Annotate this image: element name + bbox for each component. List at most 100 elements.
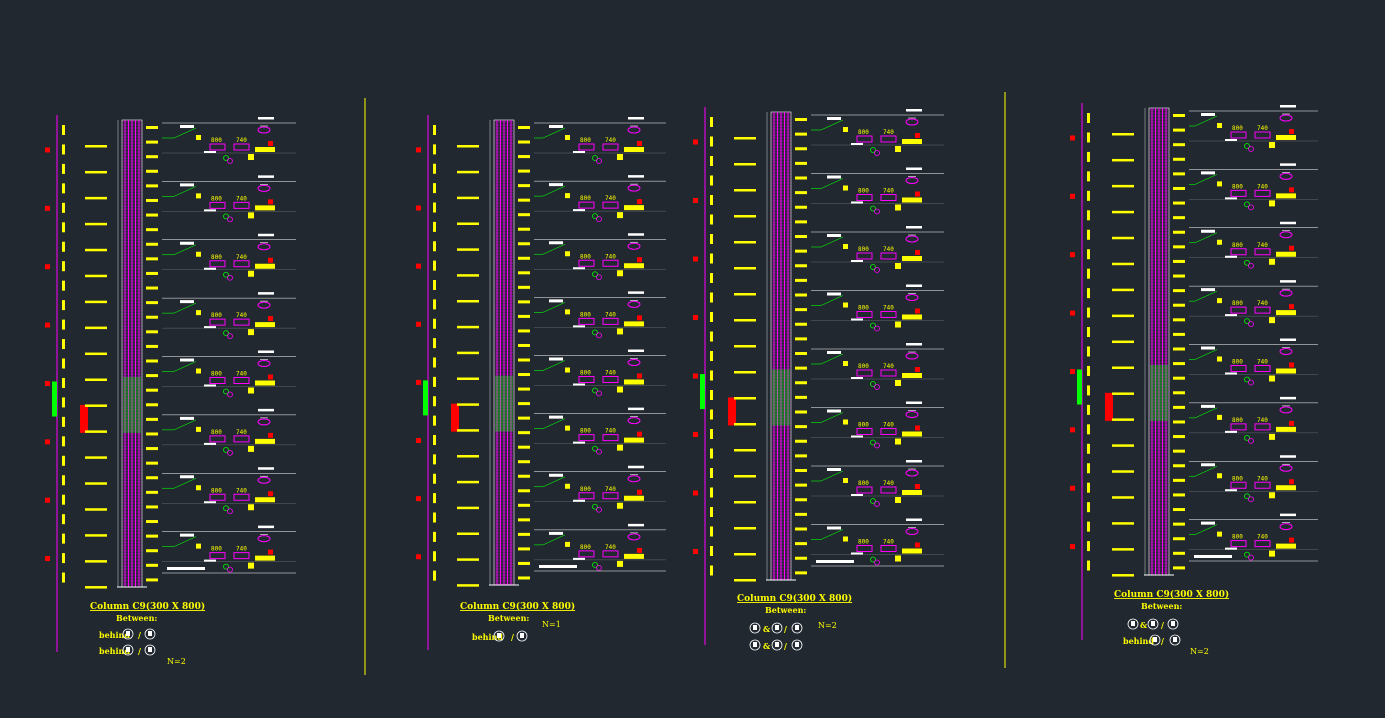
section-outline <box>233 435 250 443</box>
section-tag <box>565 309 570 315</box>
dim-text: 800 <box>1232 125 1243 132</box>
hook-symbol <box>1244 493 1250 500</box>
axis-dim-mark <box>62 572 65 583</box>
section-caption <box>1225 314 1237 317</box>
label-bar <box>734 371 756 374</box>
stirrup-tag <box>146 126 158 129</box>
stirrup-tag <box>146 169 158 173</box>
leader-line <box>173 186 197 197</box>
section-outline <box>578 492 595 500</box>
level-label-right <box>258 175 274 178</box>
axis-dim-mark <box>433 396 436 407</box>
leader-line <box>1194 174 1218 185</box>
axis-bubble-ring <box>516 630 528 642</box>
section-tag <box>565 367 570 373</box>
dim-text: 740 <box>236 429 247 436</box>
hook-symbol <box>227 566 233 573</box>
stirrup-tag <box>518 518 530 522</box>
axis-dim-mark <box>710 468 713 478</box>
level-label-right <box>1280 513 1296 517</box>
axis-dim-mark <box>62 125 65 135</box>
stirrup-tag <box>1173 493 1185 497</box>
dim-text: 800 <box>1232 300 1243 307</box>
dim-text: 800 <box>1232 183 1243 190</box>
axis-dim-mark <box>710 292 713 303</box>
axis-dim-mark <box>433 221 436 232</box>
dim-text: 800 <box>211 546 222 553</box>
section-caption <box>573 151 585 153</box>
axis-dim-mark <box>1087 171 1090 182</box>
hook-symbol <box>596 274 602 281</box>
section-caption <box>573 325 585 328</box>
axis-dim-mark <box>62 280 65 291</box>
amp-3a: & <box>763 624 771 634</box>
stirrup-detail <box>1279 289 1293 297</box>
red-annotation <box>451 403 459 432</box>
stirrup-tag <box>1173 551 1185 555</box>
bar-label <box>1276 193 1296 199</box>
axis-bubble-ring <box>144 628 156 640</box>
section-outline <box>1254 131 1271 139</box>
axis-dim-mark <box>710 175 713 186</box>
stirrup-detail <box>627 242 641 250</box>
section-caption <box>573 557 585 560</box>
stirrup-tag <box>518 561 530 565</box>
section-outline <box>233 143 250 151</box>
stirrup-tag <box>1173 405 1185 409</box>
axis-dim-mark <box>710 448 713 459</box>
leader-line <box>542 127 566 139</box>
stirrup-tag <box>518 532 530 536</box>
red-marker <box>1289 245 1294 251</box>
bar-label-small <box>617 212 623 219</box>
level-label <box>827 526 841 530</box>
stirrup-detail <box>257 243 271 251</box>
stirrup-detail <box>1279 406 1293 414</box>
level-label-right <box>258 467 274 470</box>
stirrup-tag <box>518 576 530 580</box>
hook-symbol <box>592 561 598 568</box>
section-tag <box>196 310 201 316</box>
leader-line <box>542 185 566 197</box>
stirrup-tag <box>1173 201 1185 205</box>
axis-red-marker <box>1070 310 1075 316</box>
level-label <box>1201 346 1215 350</box>
stirrup-detail <box>905 294 919 301</box>
red-marker <box>1289 187 1294 193</box>
section-caption <box>573 441 585 444</box>
section-outline <box>1230 189 1247 197</box>
dim-text: 800 <box>211 487 222 494</box>
section-outline <box>578 550 595 558</box>
stirrup-tag <box>518 445 530 449</box>
axis-bubble-glyph <box>497 633 501 638</box>
label-bar <box>457 429 479 432</box>
section-outline <box>578 201 595 209</box>
section-outline <box>602 317 619 325</box>
section-outline <box>602 434 619 442</box>
stirrup-tag <box>1173 566 1185 570</box>
stirrup-tag <box>1173 449 1185 453</box>
dim-text: 740 <box>1257 359 1268 366</box>
level-label-right <box>906 167 922 170</box>
hook-symbol <box>227 158 233 164</box>
stirrup-tag <box>518 300 530 304</box>
label-bar <box>734 475 756 478</box>
stirrup-tag <box>518 416 530 420</box>
stirrup-tag <box>518 343 530 347</box>
dim-text: 740 <box>236 137 247 144</box>
axis-red-marker <box>1070 252 1075 258</box>
hook-symbol <box>870 264 876 270</box>
dim-text: 740 <box>883 539 894 546</box>
red-marker <box>268 199 273 205</box>
red-annotation <box>728 397 736 426</box>
hook-symbol <box>596 216 602 223</box>
section-outline <box>578 259 595 267</box>
stirrup-tag <box>518 213 530 217</box>
label-bar <box>85 378 107 381</box>
